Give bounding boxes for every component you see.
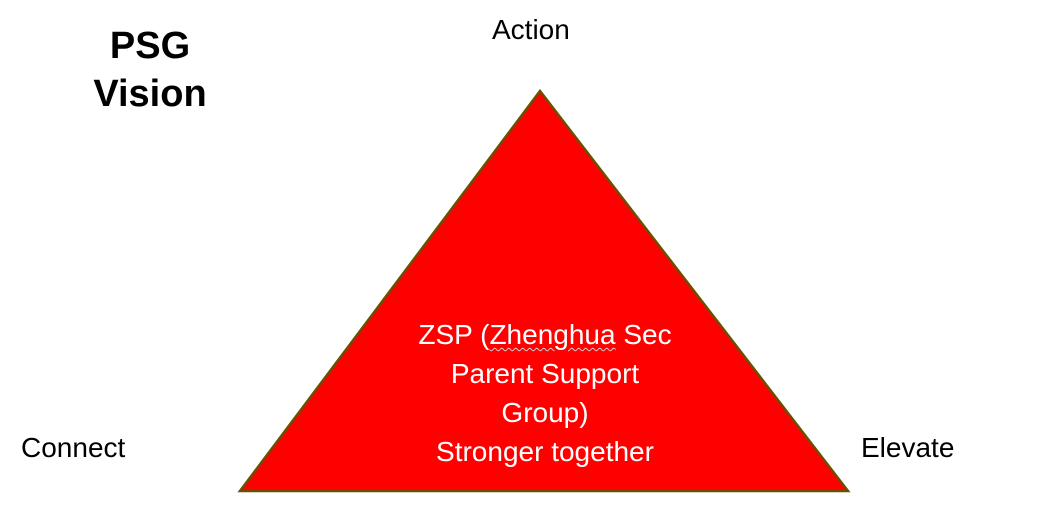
vertex-label-connect: Connect <box>21 432 126 463</box>
triangle-center-text: ZSP (Zhenghua Sec Parent Support Group) … <box>390 315 700 471</box>
vertex-label-elevate: Elevate <box>861 432 955 463</box>
center-text-line-4: Stronger together <box>436 436 654 467</box>
vertex-label-action: Action <box>492 14 570 45</box>
title-line-1: PSG <box>109 25 191 67</box>
text-suffix: Sec <box>615 319 672 350</box>
title-line-2: Vision <box>93 73 207 115</box>
center-text-line-1: ZSP (Zhenghua Sec <box>390 315 700 354</box>
center-text-line-3: Group) <box>501 397 589 428</box>
text-prefix: ZSP ( <box>418 319 490 350</box>
spellcheck-word: Zhenghua <box>489 319 616 350</box>
diagram-title: PSG Vision <box>70 22 230 118</box>
center-text-line-2: Parent Support <box>450 358 640 389</box>
red-triangle <box>237 88 851 493</box>
